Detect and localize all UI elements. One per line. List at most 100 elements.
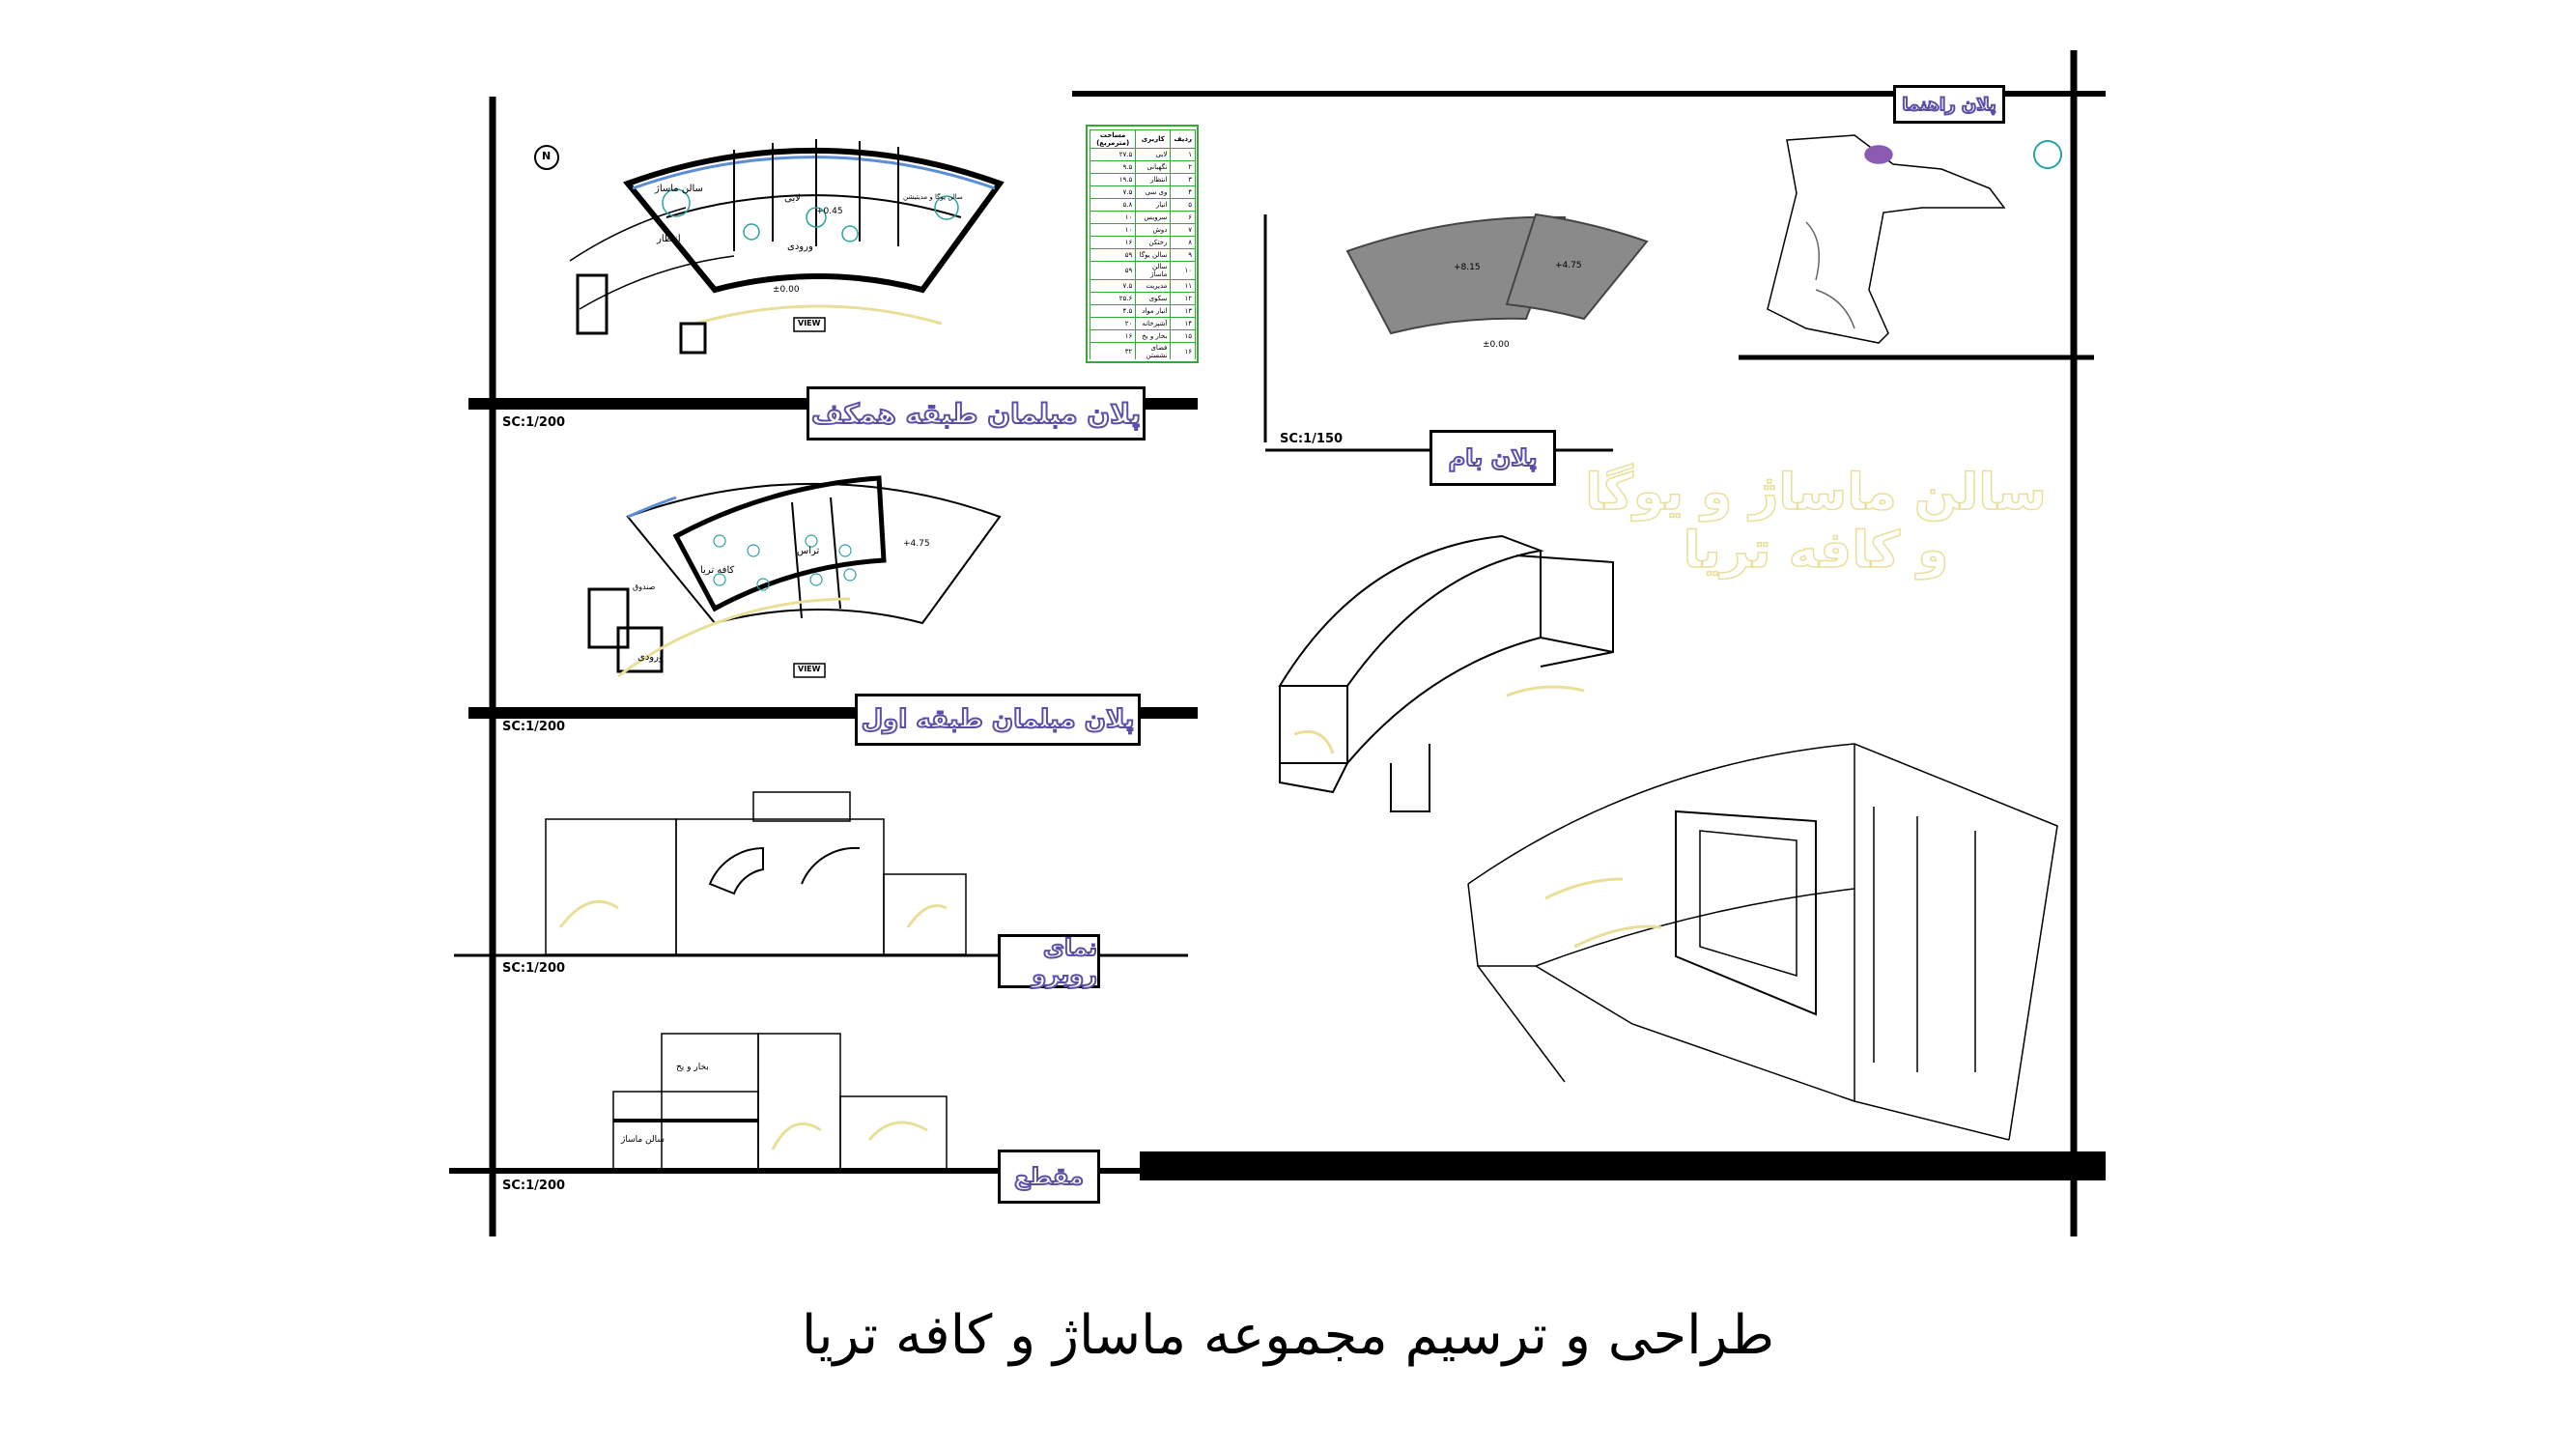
first-floor-plan (587, 475, 1002, 678)
table-cell: ۱ (1170, 148, 1196, 161)
label-level-zero: ±0.00 (773, 285, 800, 295)
view-tag-first: VIEW (798, 665, 821, 673)
table-cell: نگهبانی (1135, 160, 1172, 174)
table-cell: سالن یوگا (1135, 248, 1172, 262)
label-lobby: لابی (784, 193, 801, 204)
table-cell: انبار (1135, 198, 1172, 212)
table-cell: دوش (1135, 223, 1172, 237)
table-cell: ۶ (1170, 211, 1196, 224)
table-cell: ۲۰ (1090, 317, 1137, 330)
table-cell: ۱۰ (1170, 261, 1196, 280)
area-table-header-cell: مساحت (مترمربع) (1090, 129, 1137, 149)
view-tag-ground: VIEW (798, 319, 821, 327)
table-cell: ۲۷.۵ (1090, 148, 1137, 161)
section-title: مقطع (998, 1150, 1100, 1204)
table-cell: انبار مواد (1135, 304, 1172, 318)
section-scale: SC:1/200 (502, 1179, 566, 1193)
roof-plan-scale: SC:1/150 (1280, 432, 1344, 446)
area-table-header-cell: کاربری (1135, 129, 1172, 149)
table-cell: ۷.۵ (1090, 185, 1137, 199)
table-cell: انتظار (1135, 173, 1172, 186)
label-entrance-first: ورودی (637, 652, 664, 663)
label-yoga: سالن یوگا و مدیتیشن (903, 193, 963, 201)
table-cell: ۱۰ (1090, 211, 1137, 224)
label-roof-level-2: +4.75 (1555, 261, 1582, 270)
label-level-first: +4.75 (903, 539, 930, 549)
roof-plan (1345, 213, 1649, 335)
table-cell: ۱۵ (1170, 329, 1196, 343)
label-cafe: کافه تریا (700, 565, 735, 576)
ground-floor-plan-title: پلان مبلمان طبقه همکف (807, 386, 1146, 440)
table-cell: ۱۶ (1090, 329, 1137, 343)
building-section (612, 1033, 948, 1170)
north-label: N (542, 150, 552, 162)
table-cell: ۵۹ (1090, 248, 1137, 262)
table-cell: وی سی (1135, 185, 1172, 199)
table-cell: ۷ (1170, 223, 1196, 237)
table-cell: ۲ (1170, 160, 1196, 174)
table-cell: رختکن (1135, 236, 1172, 249)
table-cell: ۱۳ (1170, 304, 1196, 318)
label-roof-level: +8.15 (1454, 263, 1481, 272)
table-cell: بخار و یخ (1135, 329, 1172, 343)
table-cell: فضای نشستن (1135, 342, 1172, 359)
ground-plan-scale: SC:1/200 (502, 415, 566, 430)
ground-floor-plan (569, 139, 1005, 355)
table-cell: ۱۴ (1170, 317, 1196, 330)
label-massage-hall: سالن ماساژ (655, 184, 703, 194)
table-cell: مدیریت (1135, 279, 1172, 293)
table-cell: لابی (1135, 148, 1172, 161)
table-cell: سالن ماساژ (1135, 261, 1172, 280)
north-arrow (534, 145, 559, 170)
table-cell: ۵۹ (1090, 261, 1137, 280)
table-cell: سرویس (1135, 211, 1172, 224)
first-plan-scale: SC:1/200 (502, 720, 566, 734)
axonometric-render (1278, 534, 1614, 812)
label-massage-section: سالن ماساژ (621, 1135, 665, 1145)
table-cell: ۳ (1170, 173, 1196, 186)
label-sauna-section: بخار و یخ (676, 1063, 709, 1072)
first-floor-plan-title: پلان مبلمان طبقه اول (855, 694, 1141, 746)
label-level-ground: +0.45 (816, 207, 843, 216)
table-cell: ۱۲ (1170, 292, 1196, 305)
table-cell: آشپزخانه (1135, 317, 1172, 330)
table-cell: ۱۶ (1170, 342, 1196, 359)
area-table-header-cell: ردیف (1170, 129, 1196, 149)
roof-plan-title: پلان بام (1430, 430, 1556, 486)
label-counter: صندوق (633, 582, 656, 591)
table-cell: ۳۲ (1090, 342, 1137, 359)
table-cell: ۱۰ (1090, 223, 1137, 237)
site-plan-title: پلان راهنما (1893, 85, 2005, 124)
label-terrace: تراس (797, 546, 820, 556)
table-cell: ۵ (1170, 198, 1196, 212)
perspective-render (1467, 743, 2058, 1141)
table-cell: ۹.۵ (1090, 160, 1137, 174)
table-cell: ۷.۵ (1090, 279, 1137, 293)
table-cell: ۴.۵ (1090, 304, 1137, 318)
front-elevation (545, 791, 967, 955)
label-waiting: انتظار (657, 234, 681, 244)
table-cell: سکوی (1135, 292, 1172, 305)
elevation-scale: SC:1/200 (502, 961, 566, 976)
table-cell: ۲۵.۶ (1090, 292, 1137, 305)
table-cell: ۱۶ (1090, 236, 1137, 249)
label-roof-zero: ±0.00 (1483, 340, 1510, 350)
elevation-title: نمای روبرو (998, 933, 1100, 989)
table-cell: ۸ (1170, 236, 1196, 249)
site-plan (1767, 134, 2006, 344)
